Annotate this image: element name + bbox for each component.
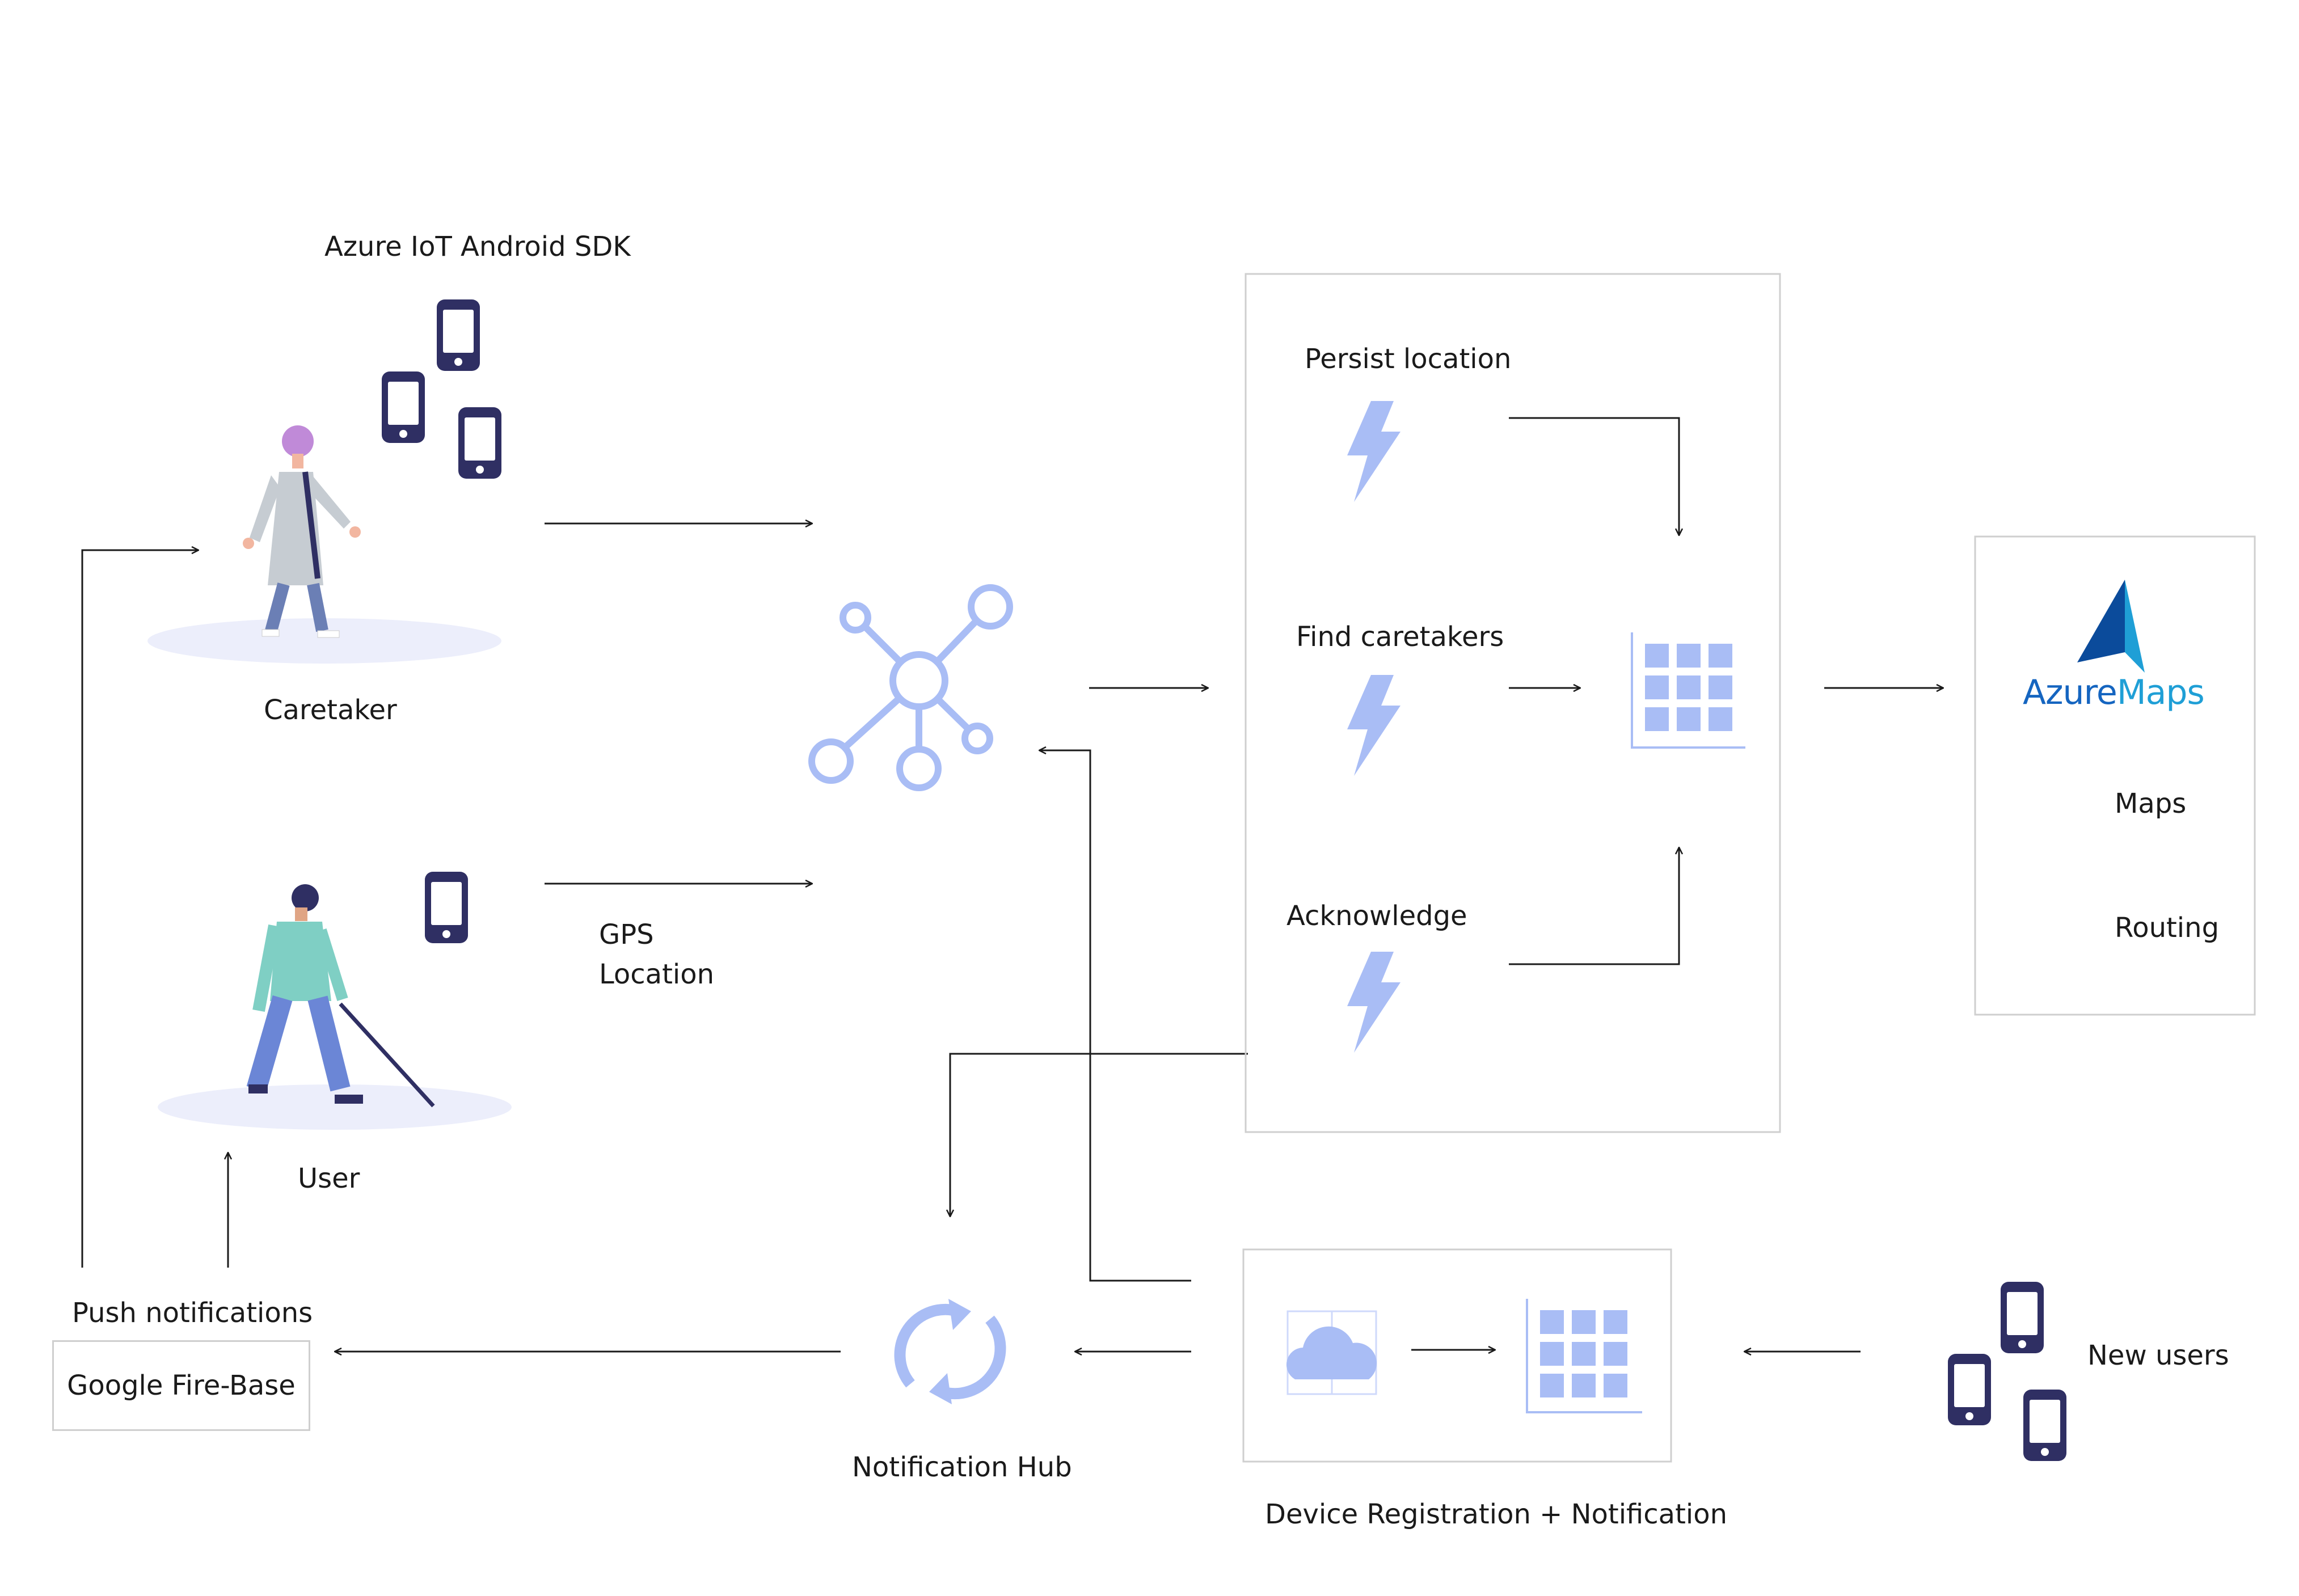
arrow-persist-to-table [1509, 417, 1679, 535]
table-storage-icon [1631, 632, 1745, 749]
phone-icon [2001, 1282, 2044, 1353]
table-storage-icon [1526, 1299, 1642, 1413]
device-registration-label: Device Registration + Notification [1265, 1498, 1728, 1530]
function-icon [1347, 952, 1401, 1053]
routing-label: Routing [2115, 912, 2220, 944]
user-label: User [298, 1163, 360, 1194]
notification-hub-icon [894, 1299, 1006, 1404]
gps-label-line2: Location [599, 959, 715, 990]
phone-icon [437, 299, 480, 371]
caretaker-figure [147, 425, 501, 664]
function-icon [1347, 401, 1401, 502]
registration-box [1242, 1248, 1672, 1463]
azure-maps-box [1974, 535, 2256, 1016]
notification-hub-label: Notification Hub [852, 1451, 1072, 1483]
find-caretakers-label: Find caretakers [1296, 621, 1504, 653]
sdk-label: Azure IoT Android SDK [324, 231, 631, 263]
azure-maps-brand-text: AzureMaps [2023, 673, 2205, 712]
function-icon [1347, 675, 1401, 776]
arrow-functions-to-hub [950, 1053, 1248, 1217]
connectors [81, 417, 1943, 1352]
phone-icon [2023, 1390, 2066, 1461]
new-users-label: New users [2087, 1340, 2229, 1371]
phone-icon [382, 371, 425, 443]
cloud-icon [1286, 1310, 1377, 1395]
gps-label-line1: GPS [599, 919, 654, 951]
phone-icon [425, 872, 468, 943]
persist-location-label: Persist location [1305, 343, 1512, 375]
arrow-ack-to-table [1509, 847, 1679, 965]
arrow-firebase-to-caretaker [81, 550, 199, 1268]
phone-icon [1948, 1354, 1991, 1425]
user-figure [158, 884, 512, 1130]
caretaker-label: Caretaker [264, 694, 397, 726]
azure-maps-logo [2077, 580, 2145, 673]
iot-hub-icon [808, 584, 1013, 791]
arrow-registration-to-iothub [1039, 750, 1191, 1282]
google-firebase-box: Google Fire-Base [52, 1340, 310, 1431]
acknowledge-label: Acknowledge [1286, 900, 1467, 932]
maps-label: Maps [2115, 788, 2187, 820]
brand-part1: Azure [2023, 673, 2117, 712]
functions-box [1245, 273, 1781, 1133]
push-notifications-label: Push notifications [72, 1297, 313, 1329]
phone-icon [458, 407, 501, 479]
brand-part2: Maps [2116, 673, 2205, 712]
